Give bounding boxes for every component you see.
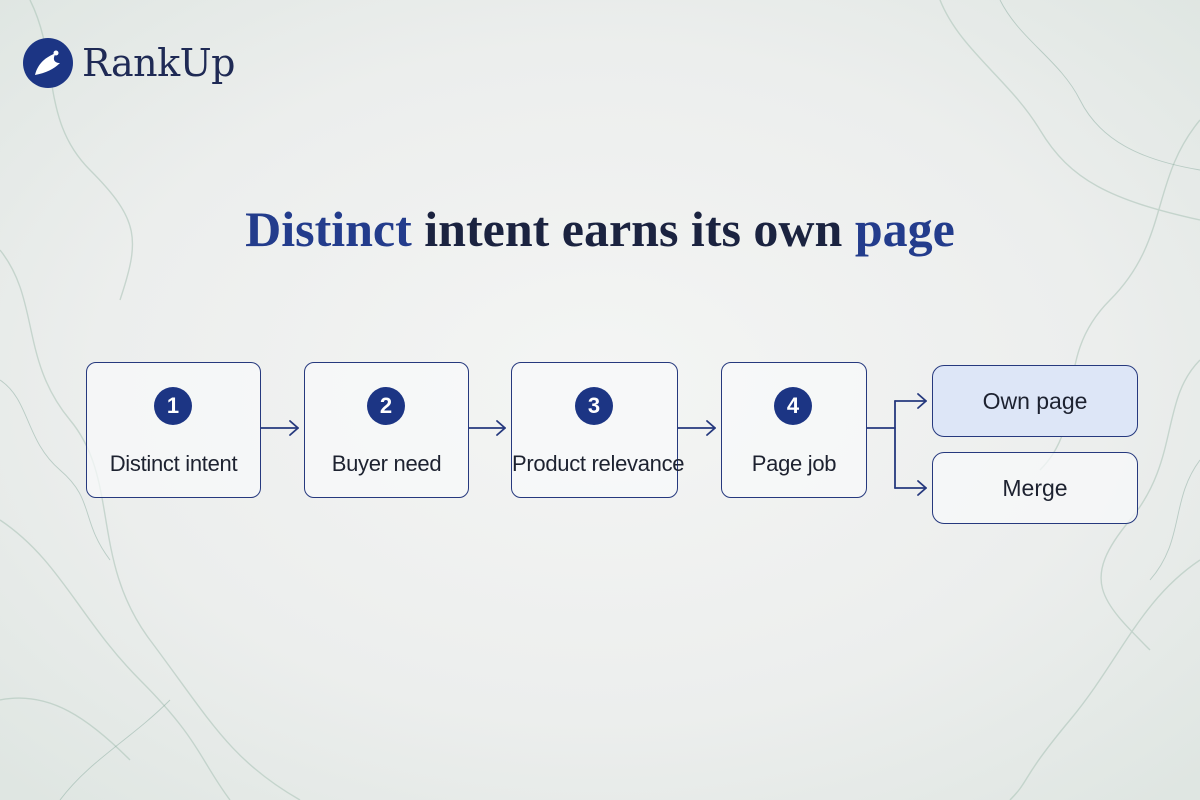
page-title: Distinct intent earns its own page: [0, 200, 1200, 258]
step-1-number-badge: 1: [154, 387, 192, 425]
brand-name: RankUp: [82, 41, 236, 85]
step-1-label: Distinct intent: [109, 451, 238, 476]
outcome-own-page: Own page: [932, 365, 1138, 437]
step-3-label: Product relevance: [512, 451, 685, 476]
step-2-box: 2 Buyer need: [304, 362, 469, 498]
step-3-box: 3 Product relevance: [511, 362, 685, 498]
outcome-merge: Merge: [932, 452, 1138, 524]
step-2-number-badge: 2: [367, 387, 405, 425]
step-3-number-badge: 3: [575, 387, 613, 425]
step-4-number-badge: 4: [774, 387, 812, 425]
step-1-box: 1 Distinct intent: [86, 362, 261, 498]
brand-logo: RankUp: [22, 36, 236, 90]
step-4-label: Page job: [751, 451, 837, 476]
brand-logo-icon: [23, 38, 73, 88]
step-4-box: 4 Page job: [721, 362, 867, 498]
title-accent-end: page: [854, 201, 955, 257]
title-middle: intent earns its own: [411, 201, 855, 257]
step-2-label: Buyer need: [331, 451, 442, 476]
title-accent-start: Distinct: [245, 201, 412, 257]
